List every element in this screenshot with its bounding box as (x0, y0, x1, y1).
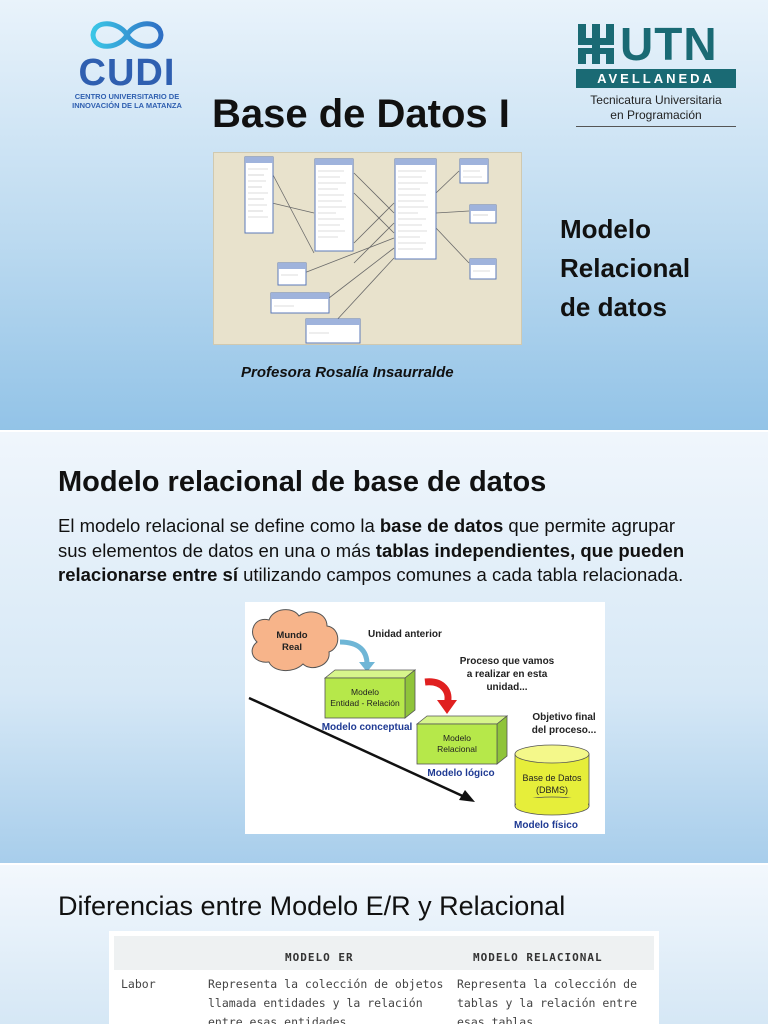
cloud-label-line1: Mundo (276, 630, 307, 641)
title-slide: CUDI CENTRO UNIVERSITARIO DE INNOVACIÓN … (0, 0, 768, 432)
para-bold-1: base de datos (379, 515, 504, 536)
box2-caption: Modelo lógico (427, 768, 494, 779)
utn-logo: UTN AVELLANEDA Tecnicatura Universitaria… (576, 18, 738, 132)
side-title-line2: Relacional (560, 253, 691, 283)
utn-wordmark: UTN (620, 18, 718, 70)
proceso-label-line1: Proceso que vamos (460, 656, 555, 667)
proceso-label-line2: a realizar en esta (467, 669, 548, 680)
relational-model-slide: Modelo relacional de base de datos El mo… (0, 432, 768, 865)
box1-label-line2: Entidad - Relación (330, 698, 400, 708)
differences-slide: Diferencias entre Modelo E/R y Relaciona… (0, 865, 768, 1024)
objetivo-label-line1: Objetivo final (532, 712, 596, 723)
infinity-icon (90, 21, 164, 49)
header-modelo-er: MODELO ER (285, 951, 354, 964)
schema-diagram-image (213, 152, 522, 345)
cell-relacional-line: esas tablas. (457, 1015, 541, 1024)
cell-er-line: Representa la colección de objetos (208, 977, 444, 991)
row-label: Labor (121, 977, 156, 991)
proceso-label-line3: unidad... (486, 682, 527, 693)
cloud-shape (251, 609, 339, 671)
cudi-logo: CUDI CENTRO UNIVERSITARIO DE INNOVACIÓN … (66, 14, 188, 124)
cylinder-label-line2: (DBMS) (536, 785, 568, 795)
utn-divider (576, 126, 736, 127)
slide2-title: Modelo relacional de base de datos (58, 466, 547, 498)
side-title-line3: de datos (560, 292, 667, 322)
side-title-line1: Modelo (560, 214, 651, 244)
para-text-3: utilizando campos comunes a cada tabla r… (237, 564, 684, 585)
cudi-subtitle-line1: CENTRO UNIVERSITARIO DE (74, 92, 180, 101)
utn-subtitle-line1: Tecnicatura Universitaria (590, 93, 722, 107)
cloud-label-line2: Real (282, 642, 302, 653)
slide2-paragraph: El modelo relacional se define como la b… (58, 514, 708, 588)
cell-relacional-line: Representa la colección de (457, 977, 638, 991)
slide1-side-title: Modelo Relacional de datos (560, 210, 740, 327)
box1-caption: Modelo conceptual (322, 722, 413, 733)
para-bold-2: tablas independientes, que pueden relaci… (58, 539, 685, 586)
cell-er: Representa la colección de objetos llama… (208, 975, 443, 1024)
utn-subtitle-line2: en Programación (610, 108, 702, 122)
slide-divider (0, 430, 768, 433)
box2-label-line1: Modelo (443, 733, 471, 743)
box2-label-line2: Relacional (437, 744, 477, 754)
header-modelo-relacional: MODELO RELACIONAL (473, 951, 603, 964)
slide-divider (0, 863, 768, 866)
objetivo-label-line2: del proceso... (532, 725, 597, 736)
unidad-anterior-label: Unidad anterior (368, 629, 442, 640)
relational-box (415, 715, 509, 765)
para-text-2: que permite agrupar sus elementos de dat… (58, 515, 676, 561)
cell-relacional-line: tablas y la relación entre (457, 996, 638, 1010)
modeling-process-diagram: Mundo Real Unidad anterior Modelo Entida… (245, 602, 605, 834)
utn-location-bar: AVELLANEDA (576, 69, 736, 88)
table-header-row: MODELO ER MODELO RELACIONAL (114, 936, 654, 970)
entity-relation-box (323, 669, 417, 719)
database-cylinder-icon (514, 744, 590, 816)
cell-er-line: entre esas entidades. (208, 1015, 354, 1024)
slide1-title: Base de Datos I (212, 92, 510, 136)
box1-label-line1: Modelo (351, 687, 379, 697)
cudi-wordmark: CUDI (78, 52, 176, 94)
utn-emblem-icon (578, 24, 614, 64)
slide3-title: Diferencias entre Modelo E/R y Relaciona… (58, 891, 566, 921)
para-text-1: El modelo relacional se define como la (58, 515, 380, 536)
cell-relacional: Representa la colección de tablas y la r… (457, 975, 637, 1024)
professor-name: Profesora Rosalía Insaurralde (241, 364, 454, 381)
cudi-subtitle-line2: INNOVACIÓN DE LA MATANZA (72, 101, 182, 110)
comparison-table: MODELO ER MODELO RELACIONAL Labor Repres… (109, 931, 659, 1024)
curved-arrow-icon (339, 639, 370, 665)
cell-er-line: llamada entidades y la relación (208, 996, 423, 1010)
cylinder-label-line1: Base de Datos (522, 773, 582, 783)
process-arrow (248, 696, 468, 800)
cylinder-caption: Modelo físico (514, 820, 578, 831)
